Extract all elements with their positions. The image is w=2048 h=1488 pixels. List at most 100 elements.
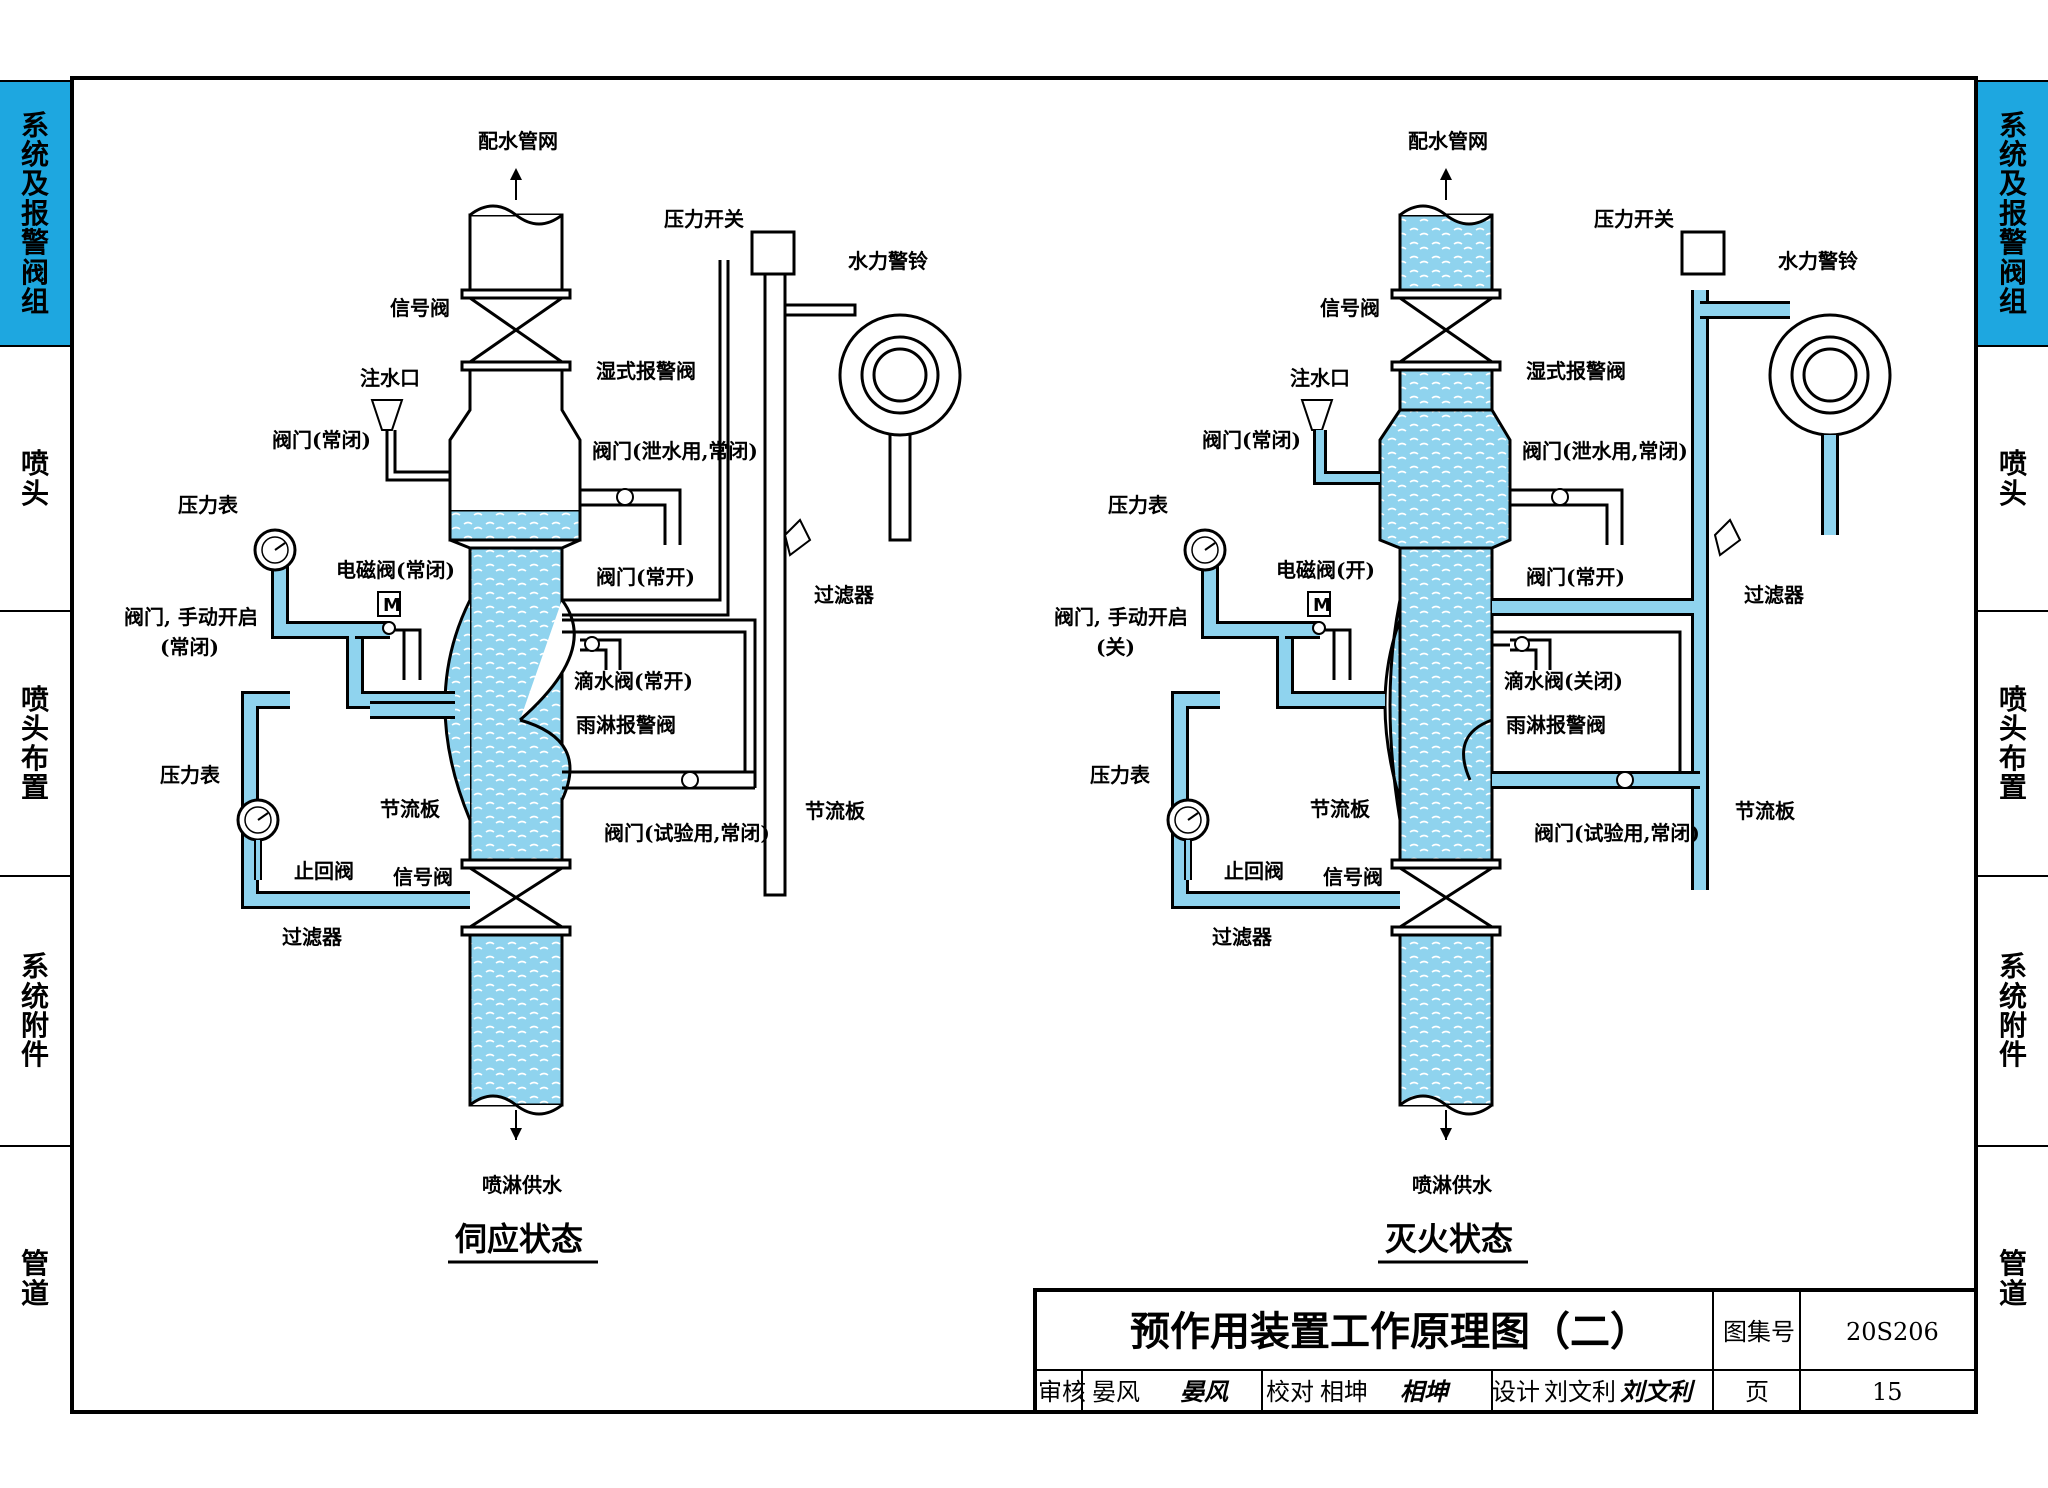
sidebar-tab-char: 道 <box>20 1276 49 1310</box>
supply-pipe <box>468 933 564 1107</box>
svg-text:信号阀: 信号阀 <box>1323 865 1383 889</box>
pressure-switch-icon <box>1680 230 1726 276</box>
sidebar-tab-char: 附 <box>20 1009 49 1042</box>
svg-text:压力表: 压力表 <box>1108 493 1169 517</box>
sidebar-tab-sprinkler-layout[interactable]: 喷头布置 <box>1978 610 2048 875</box>
sidebar-tab-label: 系统附件 <box>21 952 49 1070</box>
sidebar-tab-char: 及 <box>1998 167 2027 201</box>
sidebar-tab-accessories[interactable]: 系统附件 <box>1978 875 2048 1145</box>
sidebar-tab-char: 管 <box>1998 1247 2027 1281</box>
sidebar-tab-alarm-valve[interactable]: 系统及报警阀组 <box>1978 80 2048 345</box>
distribution-pipe <box>1398 213 1494 292</box>
sidebar-tab-char: 报 <box>20 196 49 230</box>
sidebar-tab-char: 报 <box>1998 196 2027 230</box>
sidebar-tab-char: 系 <box>1998 950 2027 984</box>
signal-valve-top-icon <box>1399 296 1493 364</box>
svg-text:阀门(试验用,常闭): 阀门(试验用,常闭) <box>604 821 770 845</box>
sidebar-tab-char: 头 <box>1998 712 2027 746</box>
sidebar-tab-char: 置 <box>20 770 49 804</box>
filter-icon <box>783 518 812 557</box>
sidebar-tab-char: 统 <box>20 138 49 172</box>
svg-text:止回阀: 止回阀 <box>294 859 354 883</box>
svg-text:滴水阀(常开): 滴水阀(常开) <box>574 669 693 693</box>
svg-text:节流板: 节流板 <box>1310 797 1371 821</box>
sidebar-tab-char: 布 <box>20 741 49 775</box>
svg-text:节流板: 节流板 <box>380 797 441 821</box>
svg-text:信号阀: 信号阀 <box>390 296 450 320</box>
drawing-title: 预作用装置工作原理图（二） <box>1130 1309 1650 1355</box>
drawing-frame <box>70 76 1978 1414</box>
svg-text:注水口: 注水口 <box>1290 366 1350 390</box>
sidebar-tab-label: 系统及报警阀组 <box>1998 110 2027 318</box>
diagram-firefighting: M 配水管网 信号阀 <box>1054 129 1892 1264</box>
svg-text:阀门(泄水用,常闭): 阀门(泄水用,常闭) <box>1522 439 1688 463</box>
atlas-label: 图集号 <box>1723 1318 1795 1346</box>
sidebar-tab-char: 阀 <box>20 255 49 289</box>
sidebar-tab-pipes[interactable]: 管道 <box>1978 1145 2048 1410</box>
diagram-standby: M 配 <box>124 129 962 1264</box>
svg-text:信号阀: 信号阀 <box>393 865 453 889</box>
sidebar-tab-char: 布 <box>1998 741 2027 775</box>
svg-text:阀门(常开): 阀门(常开) <box>1526 565 1625 589</box>
sidebar-tab-sprinkler[interactable]: 喷头 <box>0 345 70 610</box>
distribution-pipe <box>468 213 564 292</box>
svg-text:电磁阀(常闭): 电磁阀(常闭) <box>336 558 455 582</box>
sidebar-tab-char: 管 <box>20 1247 49 1281</box>
sidebar-tab-char: 阀 <box>1998 255 2027 289</box>
sidebar-tab-char: 件 <box>1998 1038 2027 1072</box>
sidebar-tab-char: 件 <box>20 1038 49 1072</box>
sidebar-tab-char: 组 <box>20 284 49 318</box>
svg-text:压力表: 压力表 <box>1090 763 1151 787</box>
sidebar-tab-label: 喷头 <box>21 449 49 508</box>
sidebar-tab-char: 头 <box>1998 476 2027 510</box>
sidebar-tab-char: 置 <box>1998 770 2027 804</box>
svg-text:雨淋报警阀: 雨淋报警阀 <box>576 713 676 737</box>
svg-text:节流板: 节流板 <box>805 799 866 823</box>
supply-pipe <box>1398 933 1494 1107</box>
check-signature: 相坤 <box>1400 1377 1451 1406</box>
sidebar-tab-sprinkler-layout[interactable]: 喷头布置 <box>0 610 70 875</box>
sidebar-tab-char: 喷 <box>20 682 49 716</box>
svg-text:配水管网: 配水管网 <box>478 129 558 153</box>
sidebar-tab-char: 组 <box>1998 284 2027 318</box>
sidebar-tab-char: 头 <box>20 712 49 746</box>
sidebar-tab-char: 喷 <box>1998 447 2027 481</box>
sidebar-tab-char: 喷 <box>20 447 49 481</box>
svg-text:喷淋供水: 喷淋供水 <box>482 1173 563 1197</box>
sidebar-tab-char: 喷 <box>1998 682 2027 716</box>
atlas-number: 20S206 <box>1846 1318 1939 1346</box>
wet-alarm-valve-body <box>1378 408 1512 550</box>
svg-text:滴水阀(关闭): 滴水阀(关闭) <box>1504 669 1623 693</box>
signal-valve-bottom-icon <box>1399 866 1493 929</box>
sidebar-tab-char: 及 <box>20 167 49 201</box>
svg-text:喷淋供水: 喷淋供水 <box>1412 1173 1493 1197</box>
sidebar-tab-label: 喷头布置 <box>1998 682 2027 804</box>
svg-text:压力开关: 压力开关 <box>1594 207 1674 231</box>
labels-firefighting: 配水管网 信号阀 注水口 阀门(常闭) 湿式报警阀 阀门(泄水用,常闭) 压力表… <box>1054 129 1858 1264</box>
svg-text:阀门(常开): 阀门(常开) <box>596 565 695 589</box>
filter-icon <box>1713 518 1742 557</box>
sidebar-tab-label: 喷头 <box>1999 449 2027 508</box>
sidebar-tab-pipes[interactable]: 管道 <box>0 1145 70 1410</box>
design-name: 刘文利 <box>1544 1378 1616 1406</box>
svg-text:阀门(试验用,常闭): 阀门(试验用,常闭) <box>1534 821 1700 845</box>
labels-standby: 配水管网 信号阀 注水口 阀门(常闭) 湿式报警阀 阀门(泄水用,常闭) 压力表… <box>124 129 928 1264</box>
deluge-valve-body <box>468 546 564 862</box>
svg-text:M: M <box>1313 595 1331 616</box>
svg-text:湿式报警阀: 湿式报警阀 <box>596 359 696 383</box>
wet-alarm-valve-body <box>448 368 582 510</box>
svg-text:止回阀: 止回阀 <box>1224 859 1284 883</box>
sidebar-tab-alarm-valve[interactable]: 系统及报警阀组 <box>0 80 70 345</box>
review-signature: 晏风 <box>1180 1377 1230 1406</box>
sidebar-tab-label: 系统及报警阀组 <box>20 110 49 318</box>
state-title-standby: 伺应状态 <box>454 1220 583 1258</box>
svg-text:配水管网: 配水管网 <box>1408 129 1488 153</box>
svg-text:压力表: 压力表 <box>178 493 239 517</box>
svg-text:阀门(常闭): 阀门(常闭) <box>1202 428 1301 452</box>
sidebar-tab-sprinkler[interactable]: 喷头 <box>1978 345 2048 610</box>
state-title-firefighting: 灭火状态 <box>1385 1220 1513 1258</box>
sidebar-tab-label: 管道 <box>21 1249 49 1308</box>
sidebar-tab-accessories[interactable]: 系统附件 <box>0 875 70 1145</box>
design-label: 设计 <box>1492 1378 1540 1406</box>
